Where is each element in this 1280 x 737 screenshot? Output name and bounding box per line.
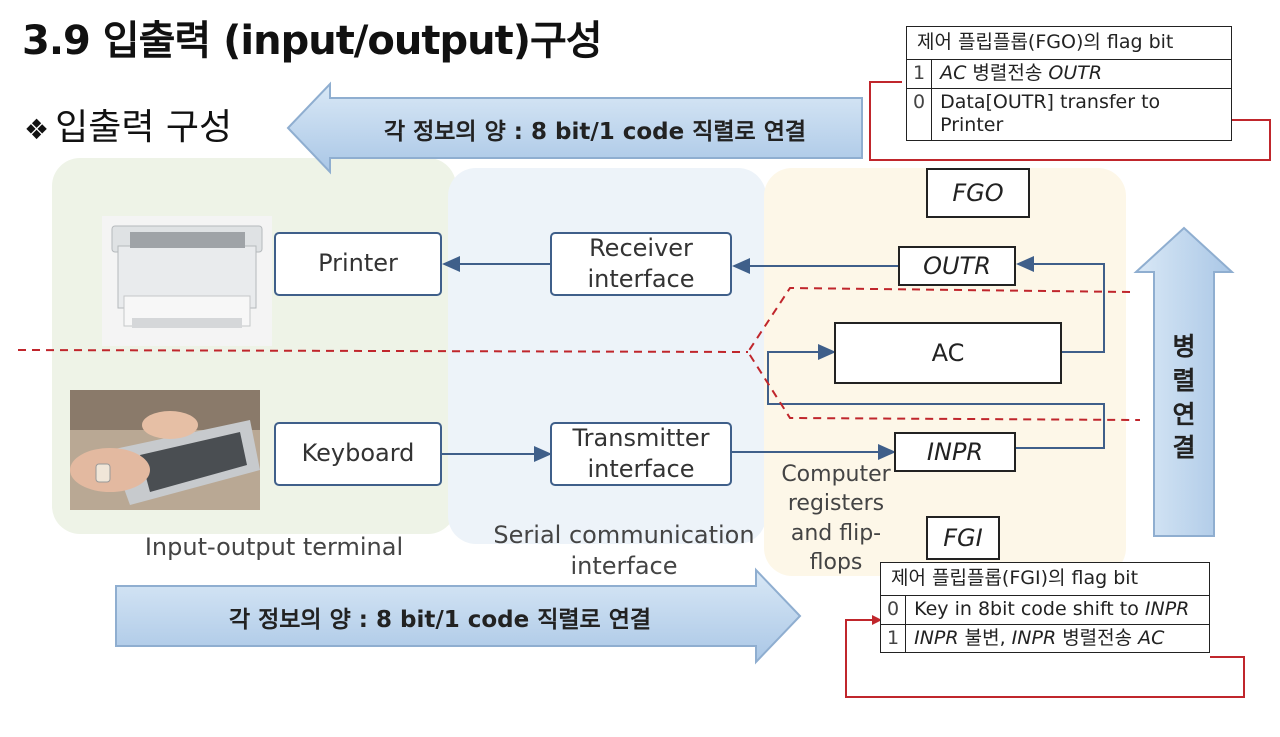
dashed-boundary-left	[17, 349, 749, 353]
section-subtitle: ❖입출력 구성	[24, 98, 232, 150]
fgi-bracket	[845, 619, 1245, 698]
fgo-register: FGO	[926, 168, 1030, 218]
subtitle-text: 입출력 구성	[55, 107, 233, 148]
fgi-bit-0: 0	[879, 594, 907, 625]
fgi-register: FGI	[926, 516, 1000, 560]
serial-interface-label: Serial communication interface	[493, 521, 755, 581]
inpr-to-ac-line	[767, 344, 1105, 449]
dashed-boundary-right	[746, 286, 1141, 421]
fgo-bracket	[869, 81, 1271, 161]
serial-output-arrow	[286, 81, 863, 175]
fgo-table-header: 제어 플립플롭(FGO)의 flag bit	[906, 26, 1232, 60]
fgi-flag-table: 제어 플립플롭(FGI)의 flag bit 0 Key in 8bit cod…	[879, 562, 1210, 654]
ac-to-outr-line	[1016, 256, 1105, 353]
parallel-connection-arrow	[1133, 226, 1235, 537]
fgo-bit-0: 0	[905, 87, 933, 141]
top-arrow-label: 각 정보의 양 : 8 bit/1 code 직렬로 연결	[383, 119, 807, 145]
fgi-bracket-arrowhead	[872, 615, 882, 625]
diamond-bullet-icon: ❖	[24, 113, 50, 146]
serial-input-arrow	[115, 567, 802, 665]
bottom-arrow-label: 각 정보의 양 : 8 bit/1 code 직렬로 연결	[228, 607, 652, 633]
fgi-bit-1: 1	[879, 623, 907, 654]
transmitter-interface-box: Transmitter interface	[550, 422, 732, 486]
outr-register: OUTR	[898, 246, 1016, 286]
keyboard-box: Keyboard	[274, 422, 442, 486]
printer-box: Printer	[274, 232, 442, 296]
terminal-label: Input-output terminal	[144, 533, 404, 561]
inpr-register: INPR	[894, 432, 1016, 472]
page-title: 3.9 입출력 (input/output)구성	[22, 18, 603, 64]
table-row: 0 Data[OUTR] transfer to Printer	[905, 87, 1232, 141]
printer-image	[102, 216, 272, 346]
fgo-flag-table: 제어 플립플롭(FGO)의 flag bit 1 AC 병렬전송 OUTR 0 …	[905, 26, 1232, 141]
table-row: 1 INPR 불변, INPR 병렬전송 AC	[879, 623, 1210, 654]
computer-registers-label: Computer registers and flip-flops	[781, 462, 891, 575]
fgo-bit-1: 1	[905, 58, 933, 89]
receiver-interface-box: Receiver interface	[550, 232, 732, 296]
keyboard-image	[70, 390, 260, 510]
table-row: 0 Key in 8bit code shift to INPR	[879, 594, 1210, 625]
fgi-table-header: 제어 플립플롭(FGI)의 flag bit	[880, 562, 1210, 596]
fgi-desc-0: Key in 8bit code shift to INPR	[905, 594, 1210, 625]
fgo-desc-0: Data[OUTR] transfer to Printer	[931, 87, 1232, 141]
fgi-desc-1: INPR 불변, INPR 병렬전송 AC	[905, 623, 1210, 654]
table-row: 1 AC 병렬전송 OUTR	[905, 58, 1232, 89]
ac-register: AC	[834, 322, 1062, 384]
fgo-desc-1: AC 병렬전송 OUTR	[931, 58, 1232, 89]
